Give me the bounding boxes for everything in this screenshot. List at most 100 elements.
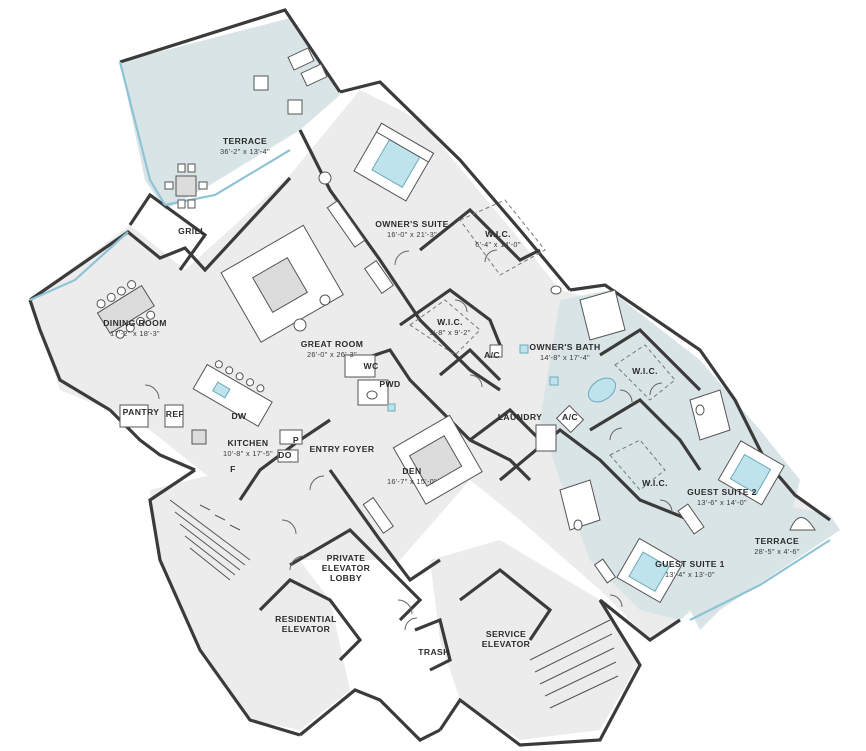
refrigerator: [164, 404, 184, 428]
terrace-chair: [198, 181, 208, 190]
terrace-furniture: [164, 47, 328, 209]
room-labels: TERRACE 36'-2" x 13'-4" GRILL OWNER'S SU…: [103, 136, 800, 657]
guest-2-dresser: [677, 503, 705, 535]
pwd-label: PWD: [379, 379, 400, 389]
dw-label: DW: [231, 411, 247, 421]
floor-fills: [30, 18, 840, 740]
wic-owner-top-label: W.I.C.: [485, 229, 511, 239]
den-console: [362, 496, 394, 534]
terrace-chair: [164, 181, 174, 190]
powder-fixtures: [344, 354, 396, 412]
ac-2-label: A/C: [562, 412, 578, 422]
terrace-chair: [177, 199, 186, 209]
wic-owner-mid-dims: 9'-8" x 9'-2": [429, 328, 470, 337]
guest-2-bath: [689, 389, 731, 441]
guest-suite-2-dims: 13'-6" x 14'-0": [697, 498, 747, 507]
grill-label: GRILL: [178, 226, 206, 236]
ac-unit-2: [555, 404, 585, 434]
wic-guest2-label: W.I.C.: [632, 366, 658, 376]
f-label: F: [230, 464, 236, 474]
den-sofa: [392, 414, 483, 505]
owners-bath-dims: 14'-8" x 17'-4": [540, 353, 590, 362]
terrace-dining-table: [175, 175, 197, 197]
trash-label: TRASH: [418, 647, 450, 657]
service-elevator-line1: SERVICE: [486, 629, 526, 639]
terrace-chair: [187, 199, 196, 209]
kitchen-label: KITCHEN: [228, 438, 269, 448]
guest-2-bed: [717, 440, 785, 506]
dining-room-dims: 17'-2" x 18'-3": [110, 329, 160, 338]
accent-chair: [293, 318, 307, 332]
guest-suite-2-label: GUEST SUITE 2: [687, 487, 757, 497]
sectional-sofa: [220, 224, 344, 343]
guest-suite-fixtures: [559, 389, 816, 604]
owners-suite-furniture: [318, 122, 435, 294]
kitchen-counter-p: [279, 429, 303, 445]
den-label: DEN: [402, 466, 421, 476]
wc-label: WC: [363, 361, 378, 371]
dining-room-label: DINING ROOM: [103, 318, 167, 328]
cooktop: [191, 429, 207, 445]
stairwell-left: [169, 499, 251, 581]
owners-bench: [363, 260, 395, 294]
den-furniture: [362, 414, 483, 534]
great-room-furniture: [96, 224, 344, 343]
walls: [28, 8, 831, 747]
great-room-label: GREAT ROOM: [301, 339, 364, 349]
private-elevator-lobby-line1: PRIVATE: [327, 553, 366, 563]
terrace-chair: [177, 163, 186, 173]
side-chair-2: [287, 99, 303, 115]
bathtub: [587, 377, 617, 403]
pantry-label: PANTRY: [123, 407, 160, 417]
guest-1-toilet: [573, 519, 583, 531]
guest-1-dresser: [593, 558, 617, 584]
pwd-sink: [387, 403, 396, 412]
residential-elevator-line2: ELEVATOR: [282, 624, 331, 634]
guest-1-bed: [616, 537, 684, 604]
wic-owner-mid-label: W.I.C.: [437, 317, 463, 327]
guest-suite-1-label: GUEST SUITE 1: [655, 559, 725, 569]
terrace-small-floor: [690, 500, 840, 630]
owners-dresser: [326, 200, 366, 248]
ref-label: REF: [166, 409, 184, 419]
wic-owner-top-dims: 6'-4" x 14'-0": [475, 240, 521, 249]
door-swings: [144, 249, 673, 631]
guest-2-toilet: [695, 404, 705, 416]
kitchen-fixtures: [119, 360, 303, 463]
terrace-lounger: [789, 517, 816, 531]
dining-table: [96, 280, 156, 339]
guest-suite-1-dims: 13'-4" x 13'-0": [665, 570, 715, 579]
closet-shelving: [409, 199, 676, 491]
terrace-main-label: TERRACE: [223, 136, 267, 146]
laundry-washer-dryer: [535, 424, 557, 452]
lounge-chair-1: [287, 47, 315, 71]
side-chair-1: [253, 75, 269, 91]
terrace-main-floor: [120, 18, 340, 210]
wc-room: [344, 354, 376, 378]
residential-elevator-line1: RESIDENTIAL: [275, 614, 337, 624]
lounge-chair-2: [300, 63, 328, 87]
guest-1-bath: [559, 479, 601, 531]
private-elevator-lobby-line3: LOBBY: [330, 573, 362, 583]
terrace-chair: [187, 163, 196, 173]
kitchen-dims: 10'-8" x 17'-5": [223, 449, 273, 458]
owners-bed: [353, 122, 435, 202]
owners-suite-dims: 16'-0" x 21'-3": [387, 230, 437, 239]
terrace-small-dims: 28'-5" x 4'-6": [754, 547, 800, 556]
ac-1-label: A/C: [484, 350, 500, 360]
den-dims: 16'-7" x 15'-0": [387, 477, 437, 486]
service-core-floor: [150, 470, 350, 730]
owners-bath-fixtures: [489, 285, 626, 452]
owners-toilet: [550, 285, 562, 295]
owners-suite-label: OWNER'S SUITE: [375, 219, 449, 229]
p-label: P: [293, 435, 299, 445]
service-elevator-line2: ELEVATOR: [482, 639, 531, 649]
side-table: [319, 294, 331, 306]
guest-wing-floor: [540, 290, 800, 620]
stairwell-right: [529, 619, 619, 709]
terrace-main-dims: 36'-2" x 13'-4": [220, 147, 270, 156]
terrace-small-label: TERRACE: [755, 536, 799, 546]
do-label: DO: [278, 450, 292, 460]
pwd-toilet: [366, 390, 378, 400]
